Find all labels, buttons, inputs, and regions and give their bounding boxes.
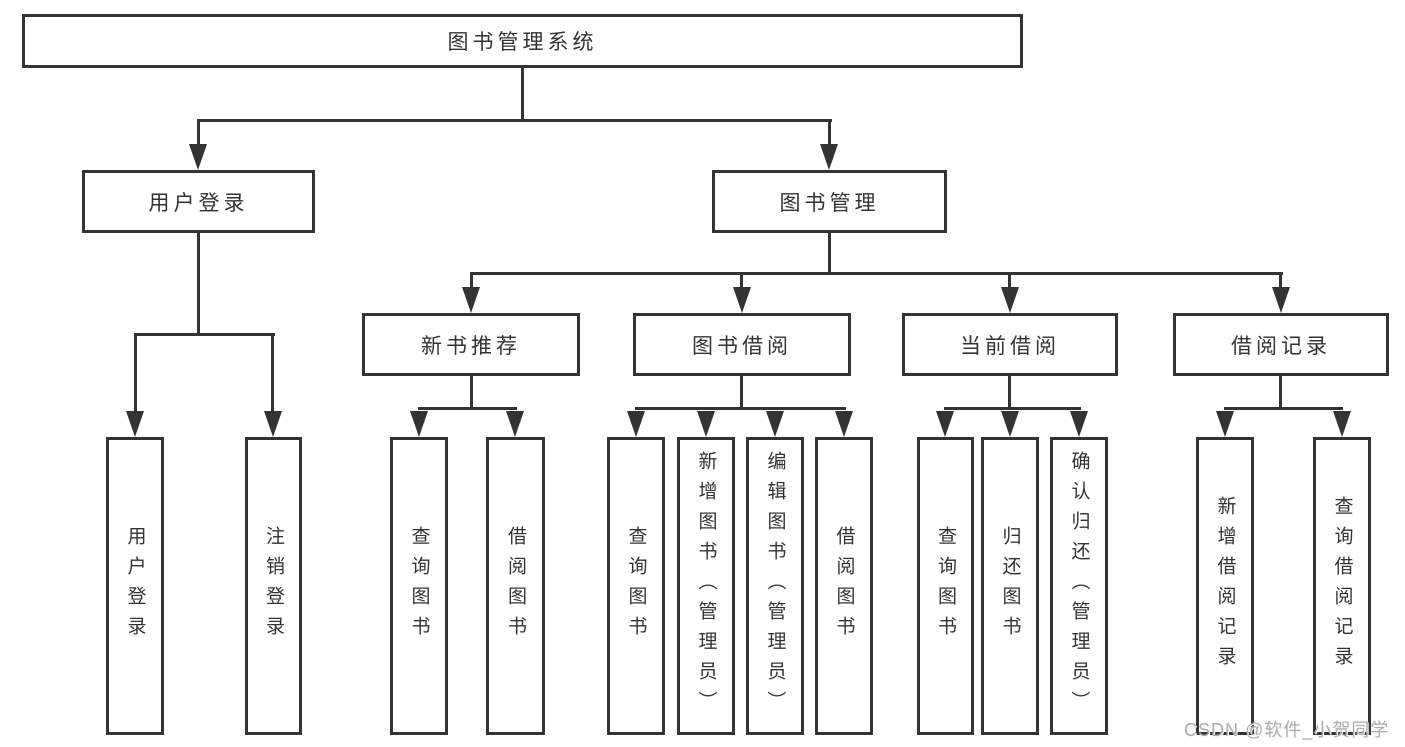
node-new-book-recommend-label: 新书推荐 [421,334,521,358]
node-book-management-label: 图书管理 [779,191,880,215]
node-user-login: 用户登录 [82,170,315,233]
connector-bookmgmt-drop-3 [1008,272,1011,288]
arrowhead-down-icon [264,411,282,437]
leaf-recommend-query-books-label: 查询图书 [408,526,430,646]
leaf-borrow-borrow-books: 借阅图书 [815,437,873,735]
leaf-current-confirm-return-admin: 确认归还（管理员） [1050,437,1108,735]
csdn-watermark: CSDN @软件_小贺同学 [1184,720,1390,740]
connector-bookmgmt-drop-4 [1279,272,1282,288]
arrowhead-down-icon [766,411,784,437]
leaf-logout: 注销登录 [245,437,302,735]
leaf-borrow-add-books-admin: 新增图书（管理员） [677,437,735,735]
connector-userlogin-drop-2 [271,333,274,413]
connector-newrec-stem [470,374,473,409]
arrowhead-down-icon [1272,287,1290,313]
node-user-login-label: 用户登录 [148,191,249,215]
leaf-borrow-borrow-books-label: 借阅图书 [833,526,855,646]
node-book-borrow: 图书借阅 [633,313,851,376]
arrowhead-down-icon [936,411,954,437]
node-current-borrow-label: 当前借阅 [960,334,1060,358]
connector-userlogin-stem [197,231,200,336]
connector-bookmgmt-stem [828,231,831,275]
arrowhead-down-icon [835,411,853,437]
arrowhead-down-icon [1001,287,1019,313]
connector-bookmgmt-drop-1 [470,272,473,288]
leaf-borrow-edit-books-admin: 编辑图书（管理员） [746,437,804,735]
connector-root-drop-right [828,119,831,146]
leaf-borrow-edit-books-admin-label: 编辑图书（管理员） [764,451,786,721]
leaf-current-confirm-return-admin-label: 确认归还（管理员） [1068,451,1090,721]
leaf-borrow-query-books-label: 查询图书 [625,526,647,646]
connector-root-drop-left [197,119,200,146]
leaf-current-return-books-label: 归还图书 [999,526,1021,646]
node-borrow-records-label: 借阅记录 [1231,334,1331,358]
leaf-records-add-record: 新增借阅记录 [1196,437,1254,735]
arrowhead-down-icon [733,287,751,313]
leaf-current-query-books: 查询图书 [917,437,974,735]
connector-root-stem [521,66,524,122]
arrowhead-down-icon [189,144,207,170]
arrowhead-down-icon [126,411,144,437]
leaf-records-add-record-label: 新增借阅记录 [1214,496,1236,676]
leaf-borrow-query-books: 查询图书 [607,437,665,735]
arrowhead-down-icon [697,411,715,437]
node-book-borrow-label: 图书借阅 [692,334,792,358]
connector-root-rail [197,119,832,122]
node-borrow-records: 借阅记录 [1173,313,1389,376]
arrowhead-down-icon [410,411,428,437]
leaf-current-query-books-label: 查询图书 [935,526,956,646]
leaf-records-query-record-label: 查询借阅记录 [1331,496,1353,676]
arrowhead-down-icon [1070,411,1088,437]
connector-newrec-rail [418,407,517,410]
leaf-recommend-query-books: 查询图书 [390,437,448,735]
leaf-current-return-books: 归还图书 [981,437,1039,735]
node-book-management: 图书管理 [712,170,947,233]
node-current-borrow: 当前借阅 [902,313,1118,376]
node-new-book-recommend: 新书推荐 [362,313,580,376]
leaf-recommend-borrow-books: 借阅图书 [486,437,545,735]
connector-borrow-stem [740,374,743,409]
arrowhead-down-icon [462,287,480,313]
leaf-records-query-record: 查询借阅记录 [1313,437,1371,735]
leaf-borrow-add-books-admin-label: 新增图书（管理员） [695,451,717,721]
node-root: 图书管理系统 [22,14,1023,68]
arrowhead-down-icon [1216,411,1234,437]
connector-current-rail [944,407,1081,410]
arrowhead-down-icon [820,144,838,170]
leaf-user-login-label: 用户登录 [124,526,146,646]
connector-records-rail [1224,407,1343,410]
connector-userlogin-drop-1 [134,333,137,413]
node-root-label: 图书管理系统 [447,31,598,54]
connector-bookmgmt-drop-2 [740,272,743,288]
leaf-user-login: 用户登录 [106,437,164,735]
arrowhead-down-icon [1001,411,1019,437]
leaf-logout-label: 注销登录 [263,526,284,646]
connector-records-stem [1279,374,1282,409]
leaf-recommend-borrow-books-label: 借阅图书 [505,526,526,646]
arrowhead-down-icon [627,411,645,437]
connector-current-stem [1008,374,1011,409]
arrowhead-down-icon [1333,411,1351,437]
connector-userlogin-rail [134,333,275,336]
connector-borrow-rail [635,407,846,410]
arrowhead-down-icon [506,411,524,437]
connector-bookmgmt-rail [470,272,1283,275]
